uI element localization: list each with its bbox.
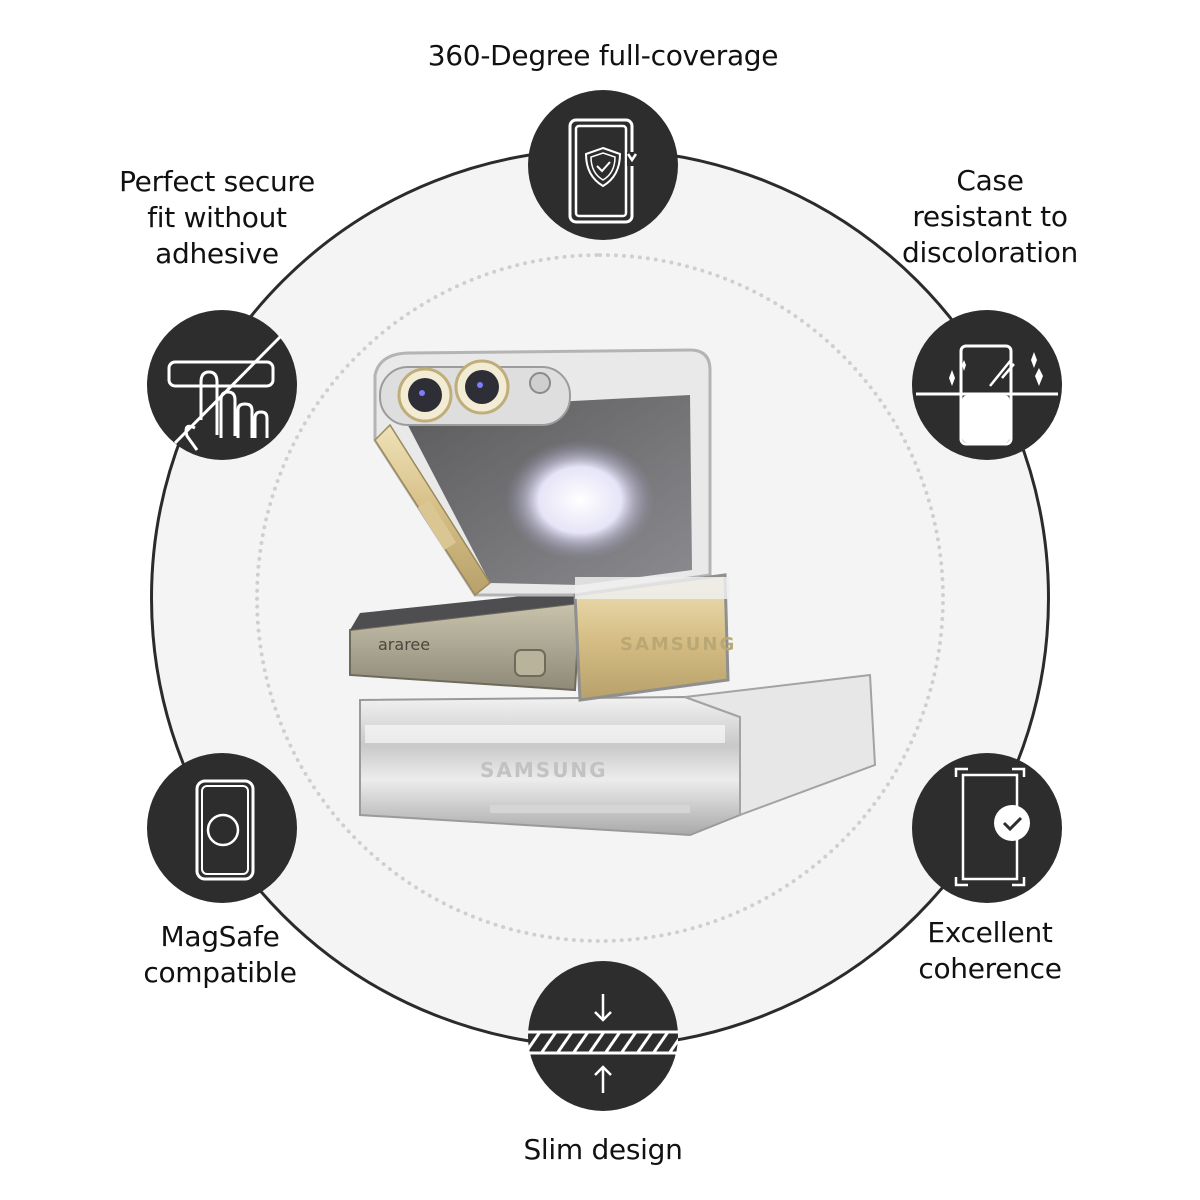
- label-no-adhesive: Perfect secure fit without adhesive: [95, 164, 339, 272]
- label-magsafe: MagSafe compatible: [115, 919, 325, 991]
- shield-phone-rotate-icon: [568, 118, 638, 224]
- badge-no-adhesive: [147, 310, 297, 460]
- label-line: adhesive: [155, 237, 279, 270]
- badge-360-coverage: [528, 90, 678, 240]
- label-line: coherence: [918, 952, 1062, 985]
- phone-fit-check-icon: [954, 767, 1030, 887]
- label-line: compatible: [143, 956, 297, 989]
- product-image-flip-phone-case: SAMSUNG araree SA: [330, 345, 890, 845]
- label-discoloration-resistant: Case resistant to discoloration: [880, 163, 1100, 271]
- label-line: resistant to: [912, 200, 1068, 233]
- dotted-inner-ring: [255, 253, 945, 943]
- no-adhesive-hand-icon: [167, 334, 283, 451]
- badge-coherence: [912, 753, 1062, 903]
- sparkle-phone-clear-icon: [916, 344, 1058, 446]
- label-line: Excellent: [927, 916, 1053, 949]
- flip-phone-illustration: SAMSUNG araree SA: [349, 348, 877, 837]
- phone-brand-bottom: SAMSUNG: [480, 758, 608, 782]
- badge-slim-design: [528, 961, 678, 1111]
- label-slim-design: Slim design: [523, 1133, 683, 1166]
- case-brand-logo: araree: [378, 635, 430, 654]
- label-line: Case: [956, 164, 1024, 197]
- label-line: MagSafe: [160, 920, 280, 953]
- slim-compress-arrows-icon: [528, 994, 678, 1093]
- label-line: discoloration: [902, 236, 1078, 269]
- badge-magsafe: [147, 753, 297, 903]
- badge-discoloration-resistant: [912, 310, 1062, 460]
- magsafe-ring-phone-icon: [195, 779, 255, 881]
- label-line: fit without: [147, 201, 287, 234]
- label-line: Perfect secure: [119, 165, 315, 198]
- phone-brand-top: SAMSUNG: [620, 634, 736, 655]
- label-coherence: Excellent coherence: [880, 915, 1100, 987]
- label-360-coverage: 360-Degree full-coverage: [427, 39, 779, 72]
